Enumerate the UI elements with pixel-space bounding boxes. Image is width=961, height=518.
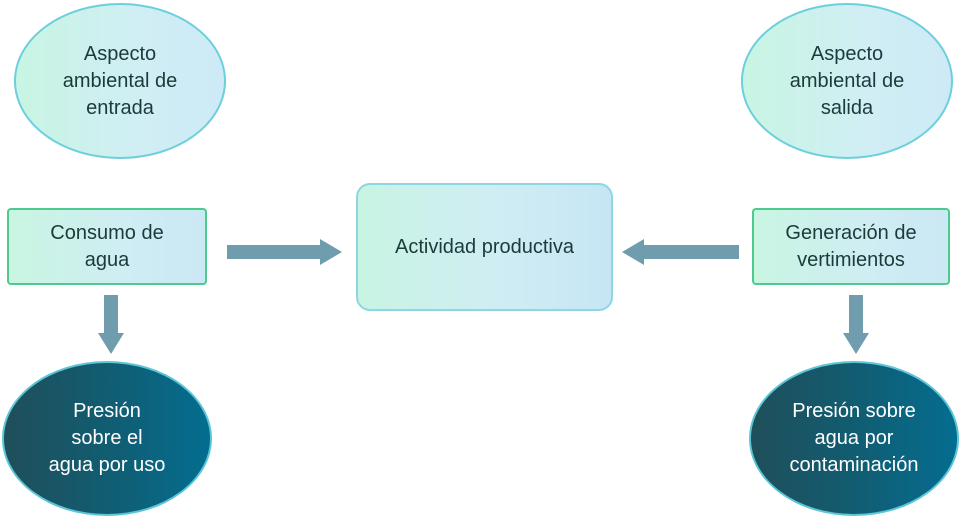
productive-activity-box: Actividad productiva (356, 183, 613, 311)
productive-activity-label: Actividad productiva (395, 235, 574, 258)
input-aspect-ellipse: Aspecto ambiental de entrada (14, 3, 226, 159)
input-aspect-label: Aspecto ambiental de entrada (62, 42, 178, 119)
wastewater-generation-label: Generación de vertimientos (785, 221, 917, 271)
arrow-wastewater-to-activity (622, 239, 739, 265)
arrow-consumption-to-activity (227, 239, 342, 265)
output-aspect-ellipse: Aspecto ambiental de salida (741, 3, 953, 159)
pressure-use-label: Presión sobre el agua por uso (48, 400, 166, 476)
arrow-wastewater-to-pressure-pollution (843, 295, 869, 354)
output-aspect-label: Aspecto ambiental de salida (789, 42, 905, 119)
arrow-consumption-to-pressure-use (98, 295, 124, 354)
pressure-pollution-label: Presión sobre agua por contaminación (789, 400, 919, 476)
water-consumption-box: Consumo de agua (7, 208, 207, 285)
wastewater-generation-box: Generación de vertimientos (752, 208, 950, 285)
pressure-pollution-ellipse: Presión sobre agua por contaminación (749, 361, 959, 516)
pressure-use-ellipse: Presión sobre el agua por uso (2, 361, 212, 516)
water-consumption-label: Consumo de agua (50, 221, 164, 271)
